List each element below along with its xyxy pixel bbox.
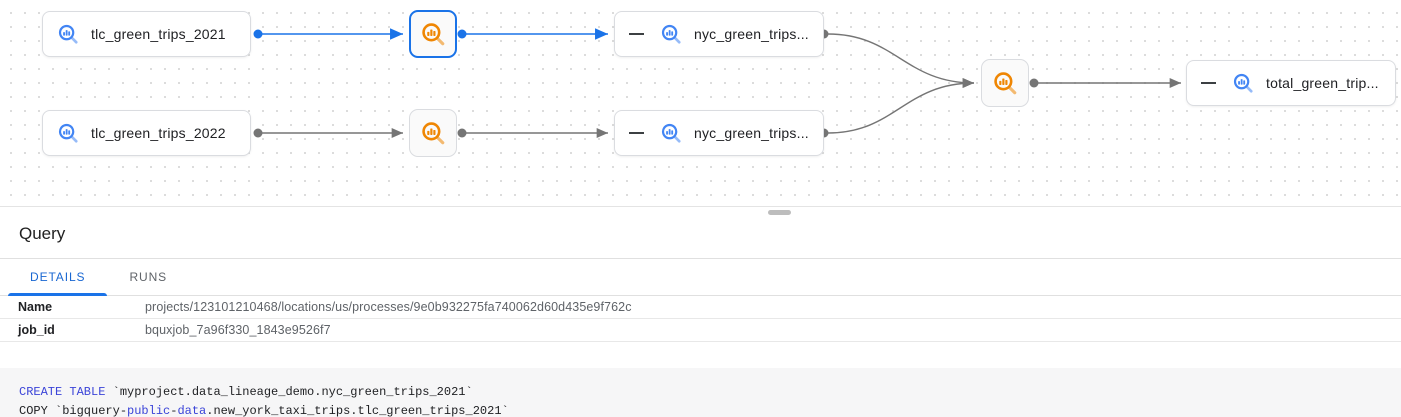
node-tlc-green-trips-2021[interactable]: tlc_green_trips_2021 bbox=[42, 11, 251, 57]
edge-dot bbox=[1029, 78, 1039, 88]
bigquery-table-icon bbox=[57, 23, 79, 45]
sql-query-code: CREATE TABLE `myproject.data_lineage_dem… bbox=[0, 368, 1401, 417]
node-nyc-green-trips-2022[interactable]: nyc_green_trips... bbox=[614, 110, 824, 156]
sql-text: - bbox=[170, 404, 178, 417]
detail-row-name: Name projects/123101210468/locations/us/… bbox=[0, 296, 1401, 319]
node-process-2[interactable] bbox=[409, 109, 457, 157]
panel-title: Query bbox=[19, 224, 66, 243]
bigquery-table-icon bbox=[660, 23, 682, 45]
edge-dot bbox=[457, 29, 467, 39]
bigquery-process-icon bbox=[420, 21, 446, 47]
node-label: nyc_green_trips... bbox=[694, 125, 809, 141]
bigquery-process-icon bbox=[420, 120, 446, 146]
bigquery-table-icon bbox=[660, 122, 682, 144]
edge bbox=[827, 33, 975, 89]
sql-keyword: CREATE TABLE bbox=[19, 385, 106, 399]
node-label: total_green_trip... bbox=[1266, 75, 1379, 91]
lineage-edges bbox=[253, 28, 1181, 139]
node-nyc-green-trips-2021[interactable]: nyc_green_trips... bbox=[614, 11, 824, 57]
tab-runs[interactable]: RUNS bbox=[129, 270, 168, 284]
collapse-icon[interactable] bbox=[1201, 76, 1216, 91]
node-process-merge[interactable] bbox=[981, 59, 1029, 107]
node-label: nyc_green_trips... bbox=[694, 26, 809, 42]
edge-dot bbox=[253, 29, 263, 39]
bigquery-table-icon bbox=[57, 122, 79, 144]
edge-dot bbox=[457, 128, 467, 138]
tab-bar: DETAILS RUNS bbox=[0, 258, 1401, 296]
detail-label: job_id bbox=[18, 323, 55, 337]
collapse-icon[interactable] bbox=[629, 126, 644, 141]
sql-keyword: data bbox=[177, 404, 207, 417]
node-tlc-green-trips-2022[interactable]: tlc_green_trips_2022 bbox=[42, 110, 251, 156]
bigquery-process-icon bbox=[992, 70, 1018, 96]
detail-row-job-id: job_id bquxjob_7a96f330_1843e9526f7 bbox=[0, 319, 1401, 342]
sql-text: COPY `bigquery- bbox=[19, 404, 128, 417]
sql-keyword: public bbox=[127, 404, 171, 417]
detail-label: Name bbox=[18, 300, 53, 314]
sql-line-2: COPY `bigquery-public-data.new_york_taxi… bbox=[19, 402, 1401, 417]
bigquery-table-icon bbox=[1232, 72, 1254, 94]
node-label: tlc_green_trips_2022 bbox=[91, 125, 226, 141]
details-panel: Query DETAILS RUNS Name projects/1231012… bbox=[0, 207, 1401, 417]
sql-line-1: CREATE TABLE `myproject.data_lineage_dem… bbox=[19, 383, 1401, 402]
lineage-graph-canvas[interactable]: tlc_green_trips_2021 nyc_green_trips... … bbox=[0, 0, 1401, 207]
panel-resize-handle[interactable] bbox=[768, 210, 791, 215]
edge bbox=[827, 77, 975, 134]
node-label: tlc_green_trips_2021 bbox=[91, 26, 226, 42]
node-total-green-trips[interactable]: total_green_trip... bbox=[1186, 60, 1396, 106]
detail-value: bquxjob_7a96f330_1843e9526f7 bbox=[145, 323, 331, 337]
sql-text: `myproject.data_lineage_demo.nyc_green_t… bbox=[105, 385, 473, 399]
sql-text: .new_york_taxi_trips.tlc_green_trips_202… bbox=[206, 404, 509, 417]
node-process-selected[interactable] bbox=[409, 10, 457, 58]
collapse-icon[interactable] bbox=[629, 27, 644, 42]
edge-dot bbox=[253, 128, 263, 138]
tab-details[interactable]: DETAILS bbox=[8, 259, 108, 296]
detail-value: projects/123101210468/locations/us/proce… bbox=[145, 300, 632, 314]
